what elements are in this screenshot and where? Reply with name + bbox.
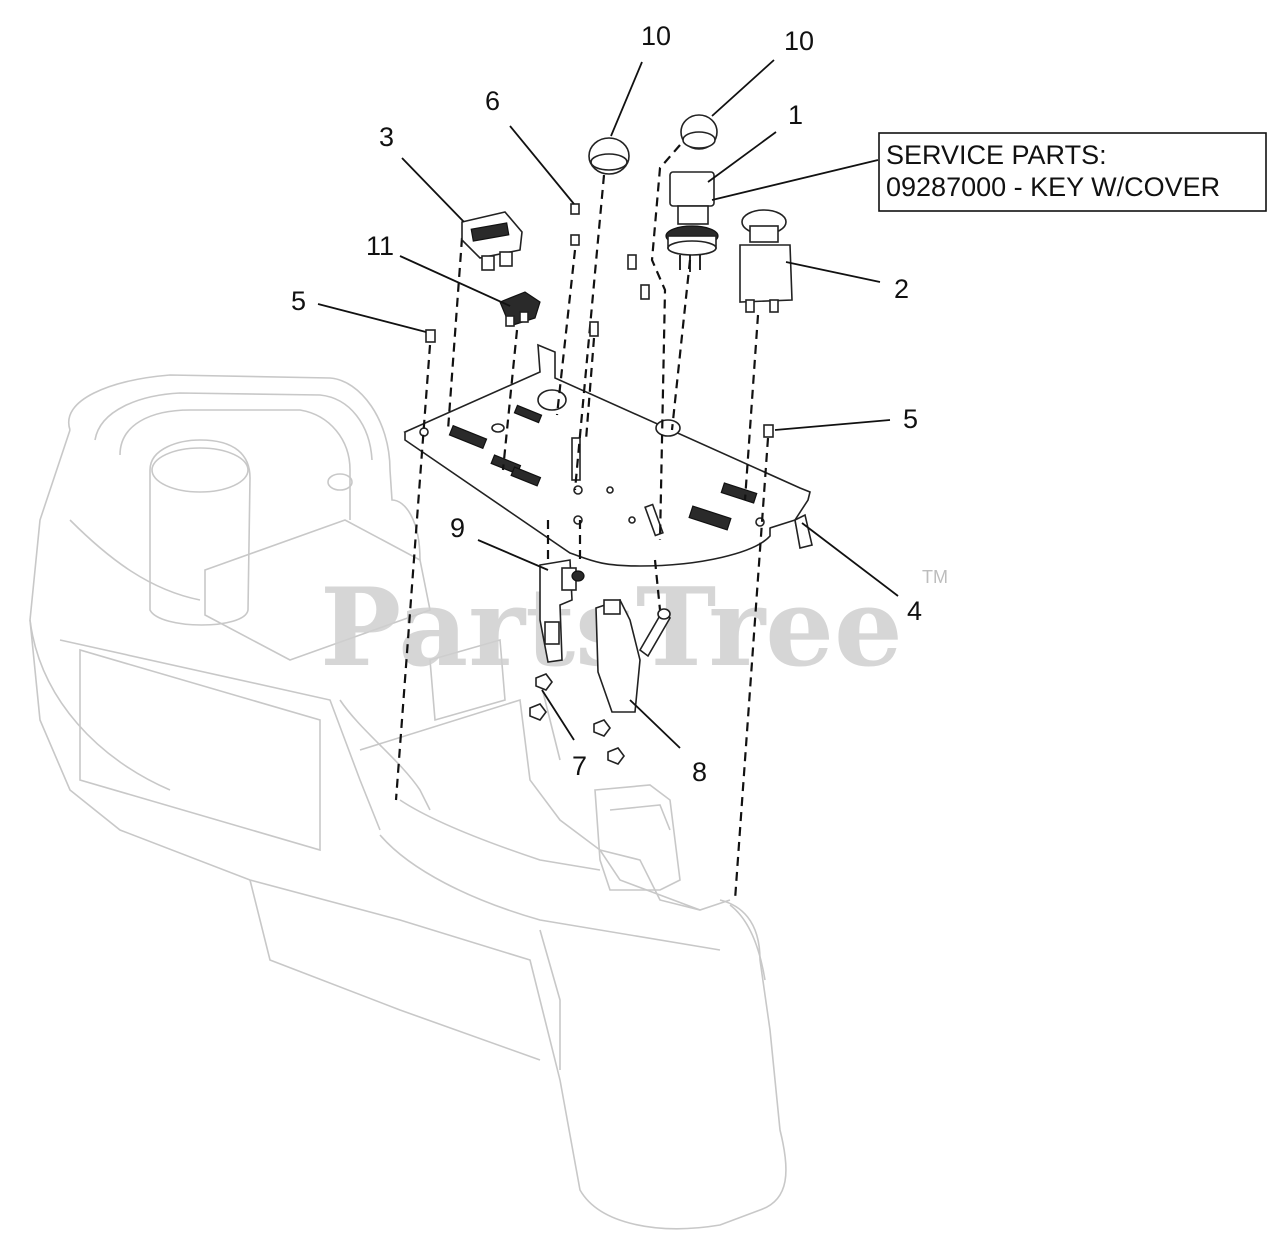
- callout-6: 6: [485, 86, 500, 116]
- callout-5b: 5: [903, 404, 918, 434]
- callout-4: 4: [907, 596, 922, 626]
- key-switch: [665, 171, 719, 272]
- service-parts-item: 09287000 - KEY W/COVER: [886, 172, 1220, 202]
- nuts: [529, 673, 625, 765]
- interlock-switch-left: [539, 559, 585, 663]
- callout-11: 11: [366, 231, 394, 261]
- watermark-trademark: TM: [922, 567, 948, 587]
- leader-lines: [317, 59, 899, 749]
- control-plate: [403, 343, 813, 567]
- screws: [425, 203, 774, 438]
- small-switch: [499, 291, 541, 327]
- callout-10b: 10: [784, 26, 814, 56]
- callout-10a: 10: [641, 21, 671, 51]
- service-parts-box: SERVICE PARTS: 09287000 - KEY W/COVER: [878, 132, 1267, 212]
- callout-5a: 5: [291, 286, 306, 316]
- knob-right: [680, 114, 718, 150]
- hour-meter: [461, 211, 523, 271]
- interlock-switch-right: [595, 599, 672, 713]
- callout-2: 2: [894, 274, 909, 304]
- console-body: [29, 374, 787, 1230]
- callout-1: 1: [788, 100, 803, 130]
- callouts: 10 10 1 6 3 11 5 2 5 9 4 7 8: [291, 21, 922, 787]
- callout-8: 8: [692, 757, 707, 787]
- service-parts-heading: SERVICE PARTS:: [886, 140, 1107, 170]
- callout-9: 9: [450, 513, 465, 543]
- knob-left: [588, 137, 630, 175]
- callout-7: 7: [572, 751, 587, 781]
- pto-switch: [739, 209, 793, 313]
- callout-3: 3: [379, 122, 394, 152]
